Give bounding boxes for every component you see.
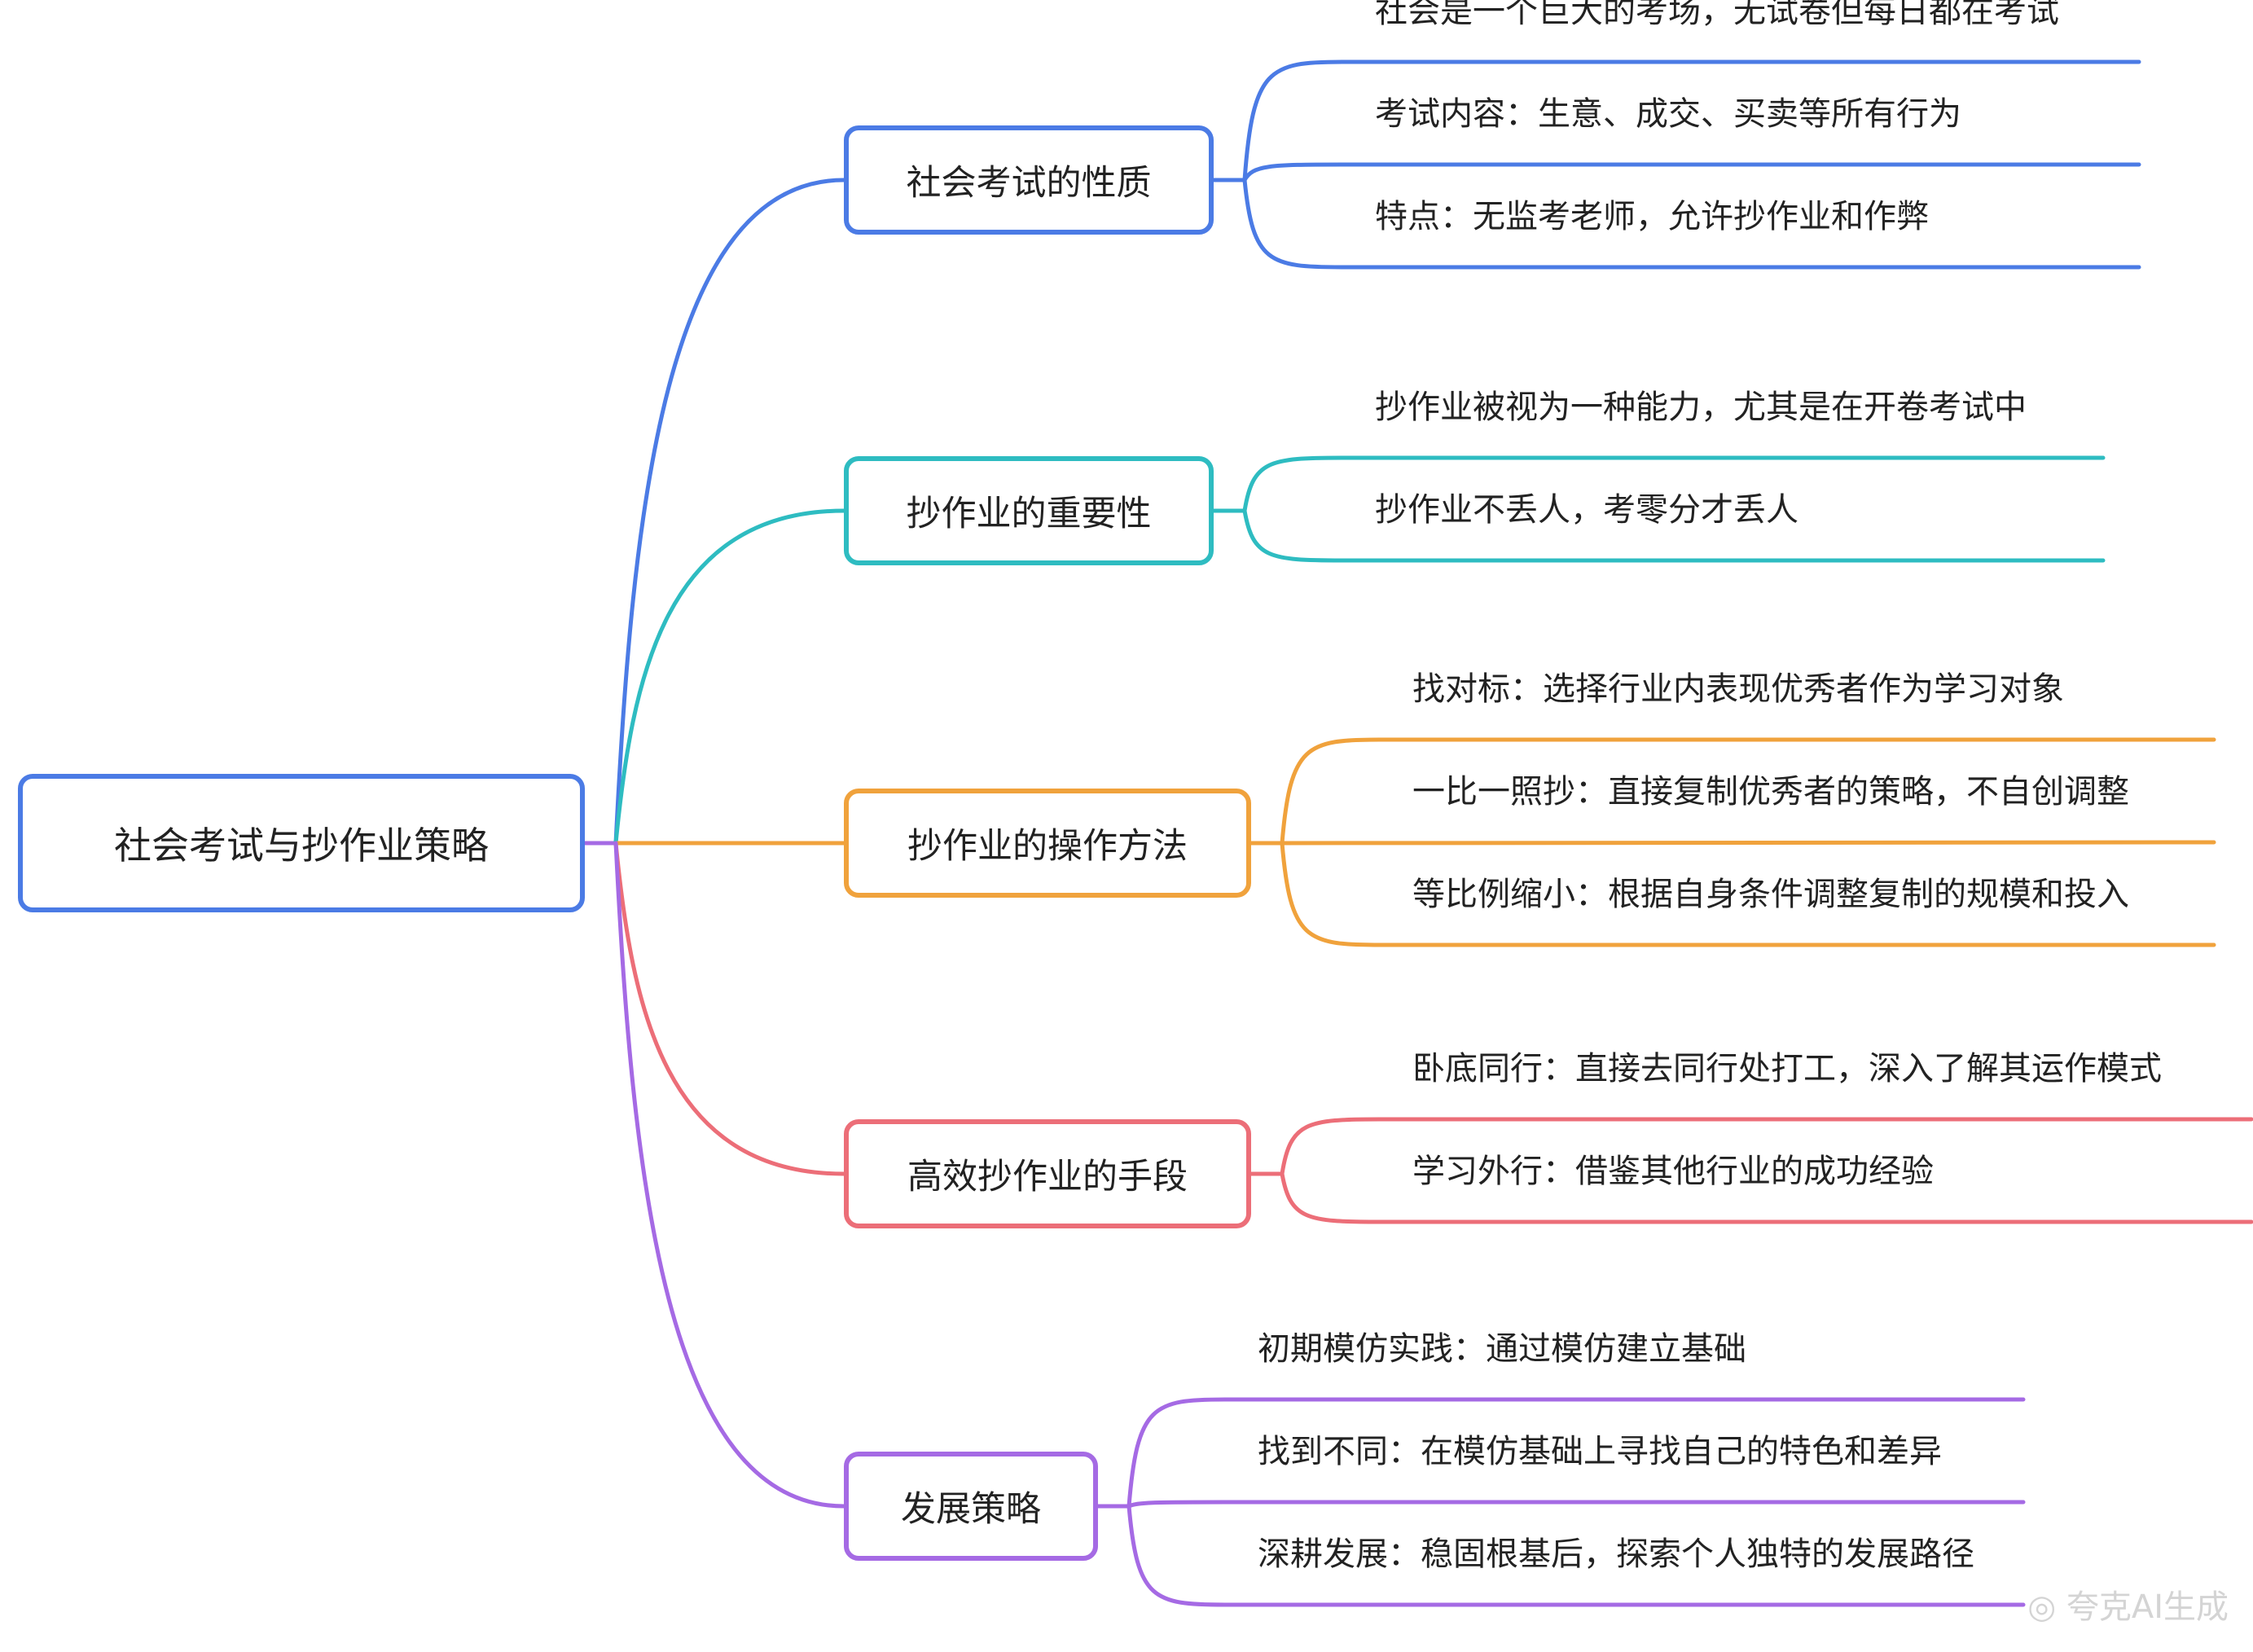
leaf-connector [1126, 1504, 2026, 1607]
branch-node-development[interactable]: 发展策略 [844, 1452, 1098, 1561]
leaf-connector [1126, 1500, 2026, 1509]
branch-connector [613, 508, 846, 846]
leaf-connector [1280, 840, 2216, 846]
leaf-importance-1[interactable]: 抄作业被视为一种能力，尤其是在开卷考试中 [1375, 389, 2027, 426]
watermark-label: ◎ 夸克AI生成 [2027, 1588, 2229, 1626]
leaf-connector [1280, 1117, 2253, 1176]
branch-connector [613, 841, 846, 1509]
leaf-methods-2[interactable]: 一比一照抄：直接复制优秀者的策略，不自创调整 [1412, 773, 2129, 811]
leaf-nature-2[interactable]: 考试内容：生意、成交、买卖等所有行为 [1375, 95, 1961, 133]
leaf-nature-1[interactable]: 社会是一个巨大的考场，无试卷但每日都在考试 [1375, 0, 2059, 30]
branch-connector [613, 841, 846, 1176]
branch-node-importance[interactable]: 抄作业的重要性 [844, 456, 1214, 565]
leaf-methods-1[interactable]: 找对标：选择行业内表现优秀者作为学习对象 [1412, 670, 2064, 708]
branch-node-nature[interactable]: 社会考试的性质 [844, 125, 1214, 235]
leaf-development-1[interactable]: 初期模仿实践：通过模仿建立基础 [1258, 1330, 1746, 1368]
leaf-development-3[interactable]: 深耕发展：稳固根基后，探索个人独特的发展路径 [1258, 1536, 1974, 1573]
leaf-methods-3[interactable]: 等比例缩小：根据自身条件调整复制的规模和投入 [1412, 876, 2129, 913]
branch-node-efficient-means[interactable]: 高效抄作业的手段 [844, 1119, 1251, 1228]
leaf-connector [1280, 737, 2216, 846]
leaf-connector [1242, 455, 2106, 513]
leaf-connector [1280, 1171, 2253, 1224]
leaf-development-2[interactable]: 找到不同：在模仿基础上寻找自己的特色和差异 [1258, 1433, 1942, 1470]
leaf-connector [1242, 162, 2141, 182]
leaf-connector [1242, 508, 2106, 563]
leaf-connector [1126, 1397, 2026, 1509]
leaf-connector [1242, 178, 2141, 270]
leaf-connector [1242, 59, 2141, 182]
leaf-importance-2[interactable]: 抄作业不丢人，考零分才丢人 [1375, 491, 1798, 529]
branch-connector [613, 178, 846, 846]
leaf-connector [1280, 841, 2216, 947]
branch-node-methods[interactable]: 抄作业的操作方法 [844, 789, 1251, 898]
leaf-efficient-1[interactable]: 卧底同行：直接去同行处打工，深入了解其运作模式 [1412, 1050, 2162, 1087]
leaf-nature-3[interactable]: 特点：无监考老师，允许抄作业和作弊 [1375, 198, 1929, 235]
leaf-efficient-2[interactable]: 学习外行：借鉴其他行业的成功经验 [1412, 1153, 1934, 1190]
root-node[interactable]: 社会考试与抄作业策略 [18, 774, 585, 912]
